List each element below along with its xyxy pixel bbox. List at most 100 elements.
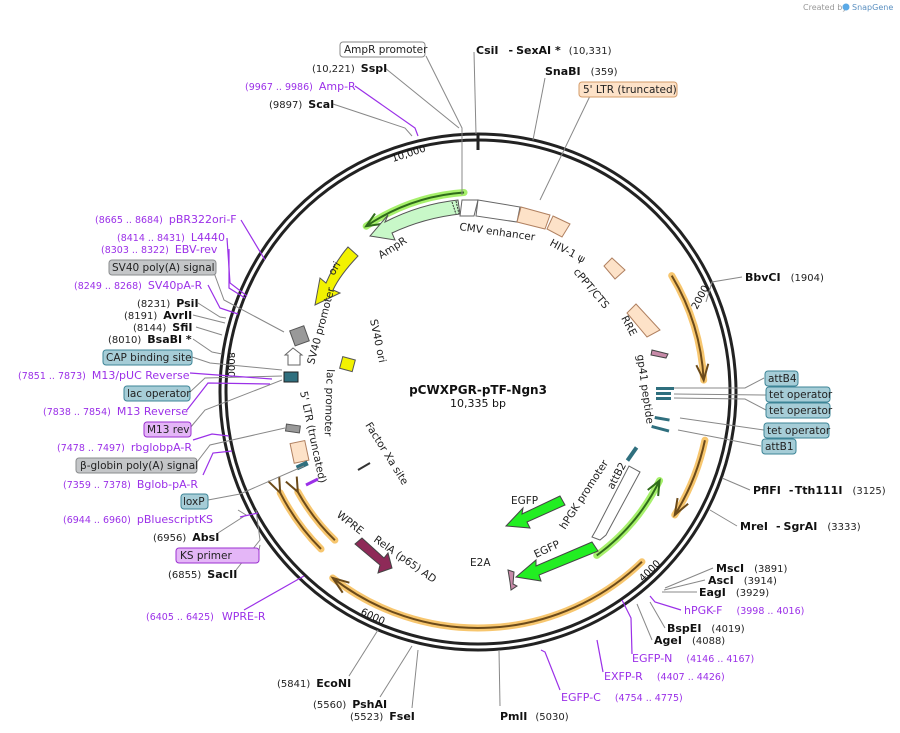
label-cmv-enhancer: CMV enhancer [459, 221, 537, 244]
site-sspi[interactable]: (10,221)SspI [312, 62, 387, 75]
site-agei[interactable]: AgeI(4088) [654, 634, 725, 647]
site-bspei[interactable]: BspEI(4019) [667, 622, 745, 635]
svg-text:lac operator: lac operator [127, 388, 191, 400]
feature-loxp[interactable]: loxP [180, 493, 209, 510]
feature-sv40-polya[interactable]: SV40 poly(A) signal [108, 259, 217, 276]
site-mrei[interactable]: MreI-SgrAI(3333) [740, 520, 861, 533]
svg-text:CAP binding site: CAP binding site [106, 352, 192, 364]
site-fsei[interactable]: (5523)FseI [350, 710, 415, 723]
primer-rbglobpa-r[interactable]: (7478 .. 7497)rbglobpA-R [57, 441, 192, 454]
feature-tet-operator-3[interactable]: tet operator [763, 422, 831, 439]
green-arc-hpgk [593, 477, 664, 559]
feature-attb1[interactable]: attB1 [761, 438, 797, 455]
orange-arc-long [329, 558, 646, 632]
svg-text:loxP: loxP [183, 496, 205, 508]
green-arc-hpgk-arrowhead [647, 478, 661, 497]
svg-text:KS primer: KS primer [180, 550, 232, 562]
site-avrii[interactable]: (8191)AvrII [124, 309, 192, 322]
label-e2a: E2A [470, 557, 491, 569]
feature-tet-operator-2[interactable]: tet operator [765, 402, 833, 419]
svg-text:β-globin poly(A) signal: β-globin poly(A) signal [80, 460, 198, 472]
feature-5ltr[interactable]: 5' LTR (truncated) [578, 81, 678, 98]
plasmid-name: pCWXPGR-pTF-Ngn3 [409, 383, 547, 397]
site-pshai[interactable]: (5560)PshAI [313, 698, 387, 711]
credit-brand: SnapGene [852, 3, 893, 12]
primer-m13-puc-reverse[interactable]: (7851 .. 7873)M13/pUC Reverse [18, 369, 190, 382]
svg-text:SV40 poly(A) signal: SV40 poly(A) signal [112, 262, 215, 274]
label-factor-xa: Factor Xa site [362, 420, 410, 487]
site-sfii[interactable]: (8144)SfiI [133, 321, 192, 334]
feature-ks-primer[interactable]: KS primer [175, 547, 260, 564]
site-msci[interactable]: MscI(3891) [716, 562, 787, 575]
site-asci[interactable]: AscI(3914) [708, 574, 777, 587]
label-hiv-psi: HIV-1 ψ [548, 237, 588, 266]
label-lac-promoter: lac promoter [322, 369, 336, 437]
primer-sv40pa-r[interactable]: (8249 .. 8268)SV40pA-R [74, 279, 203, 292]
cmv-enhancer-arrow [475, 199, 521, 223]
site-bsabi[interactable]: (8010)BsaBI * [108, 333, 192, 346]
primer-m13-reverse[interactable]: (7838 .. 7854)M13 Reverse [43, 405, 188, 418]
feature-lac-operator[interactable]: lac operator [123, 385, 191, 402]
feature-attb4[interactable]: attB4 [764, 370, 799, 387]
beta-globin-shape [284, 423, 301, 434]
primer-hpgk-f[interactable]: hPGK-F(3998 .. 4016) [684, 604, 804, 617]
site-snabi[interactable]: SnaBI(359) [545, 65, 618, 78]
primer-egfp-c[interactable]: EGFP-C(4754 .. 4775) [561, 691, 683, 704]
ks-primer-mark [305, 477, 319, 487]
orange-arc-left-2-arrowhead [285, 476, 299, 495]
primer-ebv-rev[interactable]: (8303 .. 8322)EBV-rev [101, 243, 218, 256]
site-eagi[interactable]: EagI(3929) [699, 586, 769, 599]
site-econi[interactable]: (5841)EcoNI [277, 677, 351, 690]
inner-feature-shapes [283, 199, 674, 591]
feature-m13-rev[interactable]: M13 rev [143, 421, 192, 438]
cap-lacop-shape [283, 371, 299, 383]
lac-promoter-arrow [283, 347, 304, 366]
hpgk-promoter-arrow [591, 465, 641, 541]
label-egfp-1: EGFP [511, 495, 538, 507]
site-scai[interactable]: (9897)ScaI [269, 98, 334, 111]
site-csii[interactable]: CsiI-SexAI *(10,331) [476, 44, 612, 57]
primer-l4440[interactable]: (8414 .. 8431)L4440 [117, 231, 225, 244]
feature-arcs [267, 188, 710, 632]
tet-operator-marks [651, 387, 674, 433]
ltr3-shape [289, 439, 310, 464]
boxed-feature-labels: AmpR promoter 5' LTR (truncated) attB4 t… [75, 41, 833, 564]
site-psii[interactable]: (8231)PsiI [137, 297, 199, 310]
primer-egfp-n[interactable]: EGFP-N(4146 .. 4167) [632, 652, 754, 665]
ltr-shape [516, 206, 551, 230]
primer-wpre-r[interactable]: (6405 .. 6425)WPRE-R [146, 610, 266, 623]
site-absi[interactable]: (6956)AbsI [153, 531, 219, 544]
site-bbvci[interactable]: BbvCI(1904) [745, 271, 824, 284]
primer-amp-r[interactable]: (9967 .. 9986)Amp-R [245, 80, 356, 93]
site-sacii[interactable]: (6855)SacII [168, 568, 237, 581]
e2a-shape [507, 569, 518, 591]
orange-arc-2 [671, 436, 709, 519]
rre-shape [626, 303, 661, 338]
feature-beta-globin-polya[interactable]: β-globin poly(A) signal [75, 457, 198, 474]
primer-bglob-pa-r[interactable]: (7359 .. 7378)Bglob-pA-R [63, 478, 198, 491]
primer-pbr322ori-f[interactable]: (8665 .. 8684)pBR322ori-F [95, 213, 237, 226]
snapgene-logo-icon [842, 3, 850, 11]
site-pmli[interactable]: PmlI(5030) [500, 710, 569, 723]
feature-tet-operator-1[interactable]: tet operator [765, 386, 833, 403]
feature-cap-binding-site[interactable]: CAP binding site [102, 349, 193, 366]
rela-arrow [354, 537, 393, 574]
leader-lines [186, 51, 767, 709]
orange-arc-left-2 [285, 476, 339, 544]
egfp-arrow-2 [514, 541, 599, 582]
cmv-enhancer-shape [459, 199, 479, 217]
orange-arc-long-arrowhead [330, 576, 350, 594]
ori-arrow [314, 246, 359, 306]
svg-text:tet operator: tet operator [769, 405, 833, 417]
primer-pbluescriptks[interactable]: (6944 .. 6960)pBluescriptKS [63, 513, 213, 526]
attb2-shape [625, 446, 639, 462]
primers: (9967 .. 9986)Amp-R hPGK-F(3998 .. 4016)… [18, 80, 804, 704]
svg-text:AmpR promoter: AmpR promoter [344, 44, 428, 56]
primer-exfp-r[interactable]: EXFP-R(4407 .. 4426) [604, 670, 725, 683]
feature-ampr-promoter[interactable]: AmpR promoter [339, 41, 428, 58]
green-arc-ampr [362, 188, 468, 230]
site-pflfi[interactable]: PflFI-Tth111I(3125) [753, 484, 886, 497]
label-wpre: WPRE [334, 509, 366, 537]
ampr-hatch [451, 200, 460, 215]
